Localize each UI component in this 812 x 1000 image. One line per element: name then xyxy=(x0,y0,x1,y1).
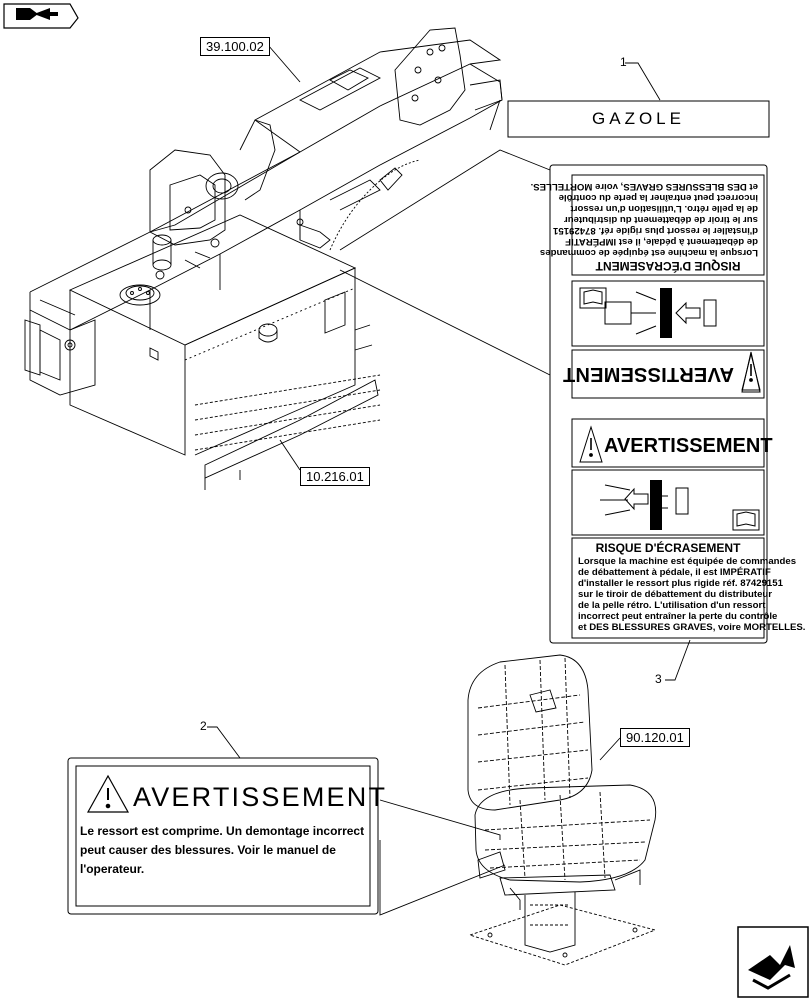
seat-drawing xyxy=(467,654,657,966)
label-3-inverted-line-7: et DES BLESSURES GRAVES, voire MORTELLES… xyxy=(530,181,758,192)
ref-box-tank[interactable]: 10.216.01 xyxy=(300,467,370,486)
fuel-tank-drawing xyxy=(68,214,381,490)
callout-item-1: 1 xyxy=(620,55,627,69)
label-3-inverted-heading: AVERTISSEMENT xyxy=(562,363,734,385)
label-2-line-3: l'operateur. xyxy=(80,862,145,876)
manual-book-icon xyxy=(732,509,760,531)
label-3-line-4: sur le tiroir de débattement du distribu… xyxy=(578,589,773,600)
label-2-heading: AVERTISSEMENT xyxy=(133,782,388,812)
label-1-text: GAZOLE xyxy=(592,109,685,128)
label-3-inverted-line-1: Lorsque la machine est équipée de comman… xyxy=(539,247,758,258)
label-3-inverted-line-2: de débattement à pédale, il est IMPÉRATI… xyxy=(565,236,758,247)
callout-item-2: 2 xyxy=(200,719,207,733)
manual-book-icon-inverted xyxy=(579,287,607,309)
crush-pictogram xyxy=(600,480,689,530)
label-3-line-7: et DES BLESSURES GRAVES, voire MORTELLES… xyxy=(578,622,806,633)
label-3-inverted-line-3: d'installer le ressort plus rigide réf. … xyxy=(553,225,758,236)
label-3-frame xyxy=(549,164,768,644)
next-page-arrow-icon[interactable] xyxy=(737,926,809,998)
label-3-heading: AVERTISSEMENT xyxy=(604,435,773,457)
book-arrow-icon[interactable] xyxy=(3,3,79,29)
leader-lines xyxy=(207,44,691,916)
label-3-inverted-subheading: RISQUE D'ÉCRASEMENT xyxy=(595,259,741,273)
label-3-line-5: de la pelle rétro. L'utilisation d'un re… xyxy=(578,600,766,611)
label-3-inverted-line-4: sur le tiroir de débattement du distribu… xyxy=(563,214,758,225)
label-3-line-3: d'installer le ressort plus rigide réf. … xyxy=(578,578,783,589)
label-3-inverted-line-6: incorrect peut entraîner la perte du con… xyxy=(558,192,758,203)
callout-item-3: 3 xyxy=(655,672,662,686)
label-2-frame xyxy=(67,757,379,915)
label-3-line-2: de débattement à pédale, il est IMPÉRATI… xyxy=(578,567,771,578)
label-3-line-6: incorrect peut entraîner la perte du con… xyxy=(578,611,778,622)
label-2-line-2: peut causer des blessures. Voir le manue… xyxy=(80,843,336,857)
label-2-line-1: Le ressort est comprime. Un demontage in… xyxy=(80,824,365,838)
label-3-inverted-line-5: de la pelle rétro. L'utilisation d'un re… xyxy=(570,203,758,214)
label-1-frame xyxy=(507,100,770,138)
ref-box-frame[interactable]: 39.100.02 xyxy=(200,37,270,56)
label-3-inverted-block: AVERTISSEMENT RISQUE D'ÉCRASEMENT Lorsqu… xyxy=(531,175,764,398)
label-3-subheading: RISQUE D'ÉCRASEMENT xyxy=(595,541,741,555)
chassis-frame-drawing xyxy=(24,27,503,396)
label-3-line-1: Lorsque la machine est équipée de comman… xyxy=(578,556,797,567)
crush-pictogram-inverted xyxy=(604,288,717,338)
ref-box-seat[interactable]: 90.120.01 xyxy=(620,728,690,747)
